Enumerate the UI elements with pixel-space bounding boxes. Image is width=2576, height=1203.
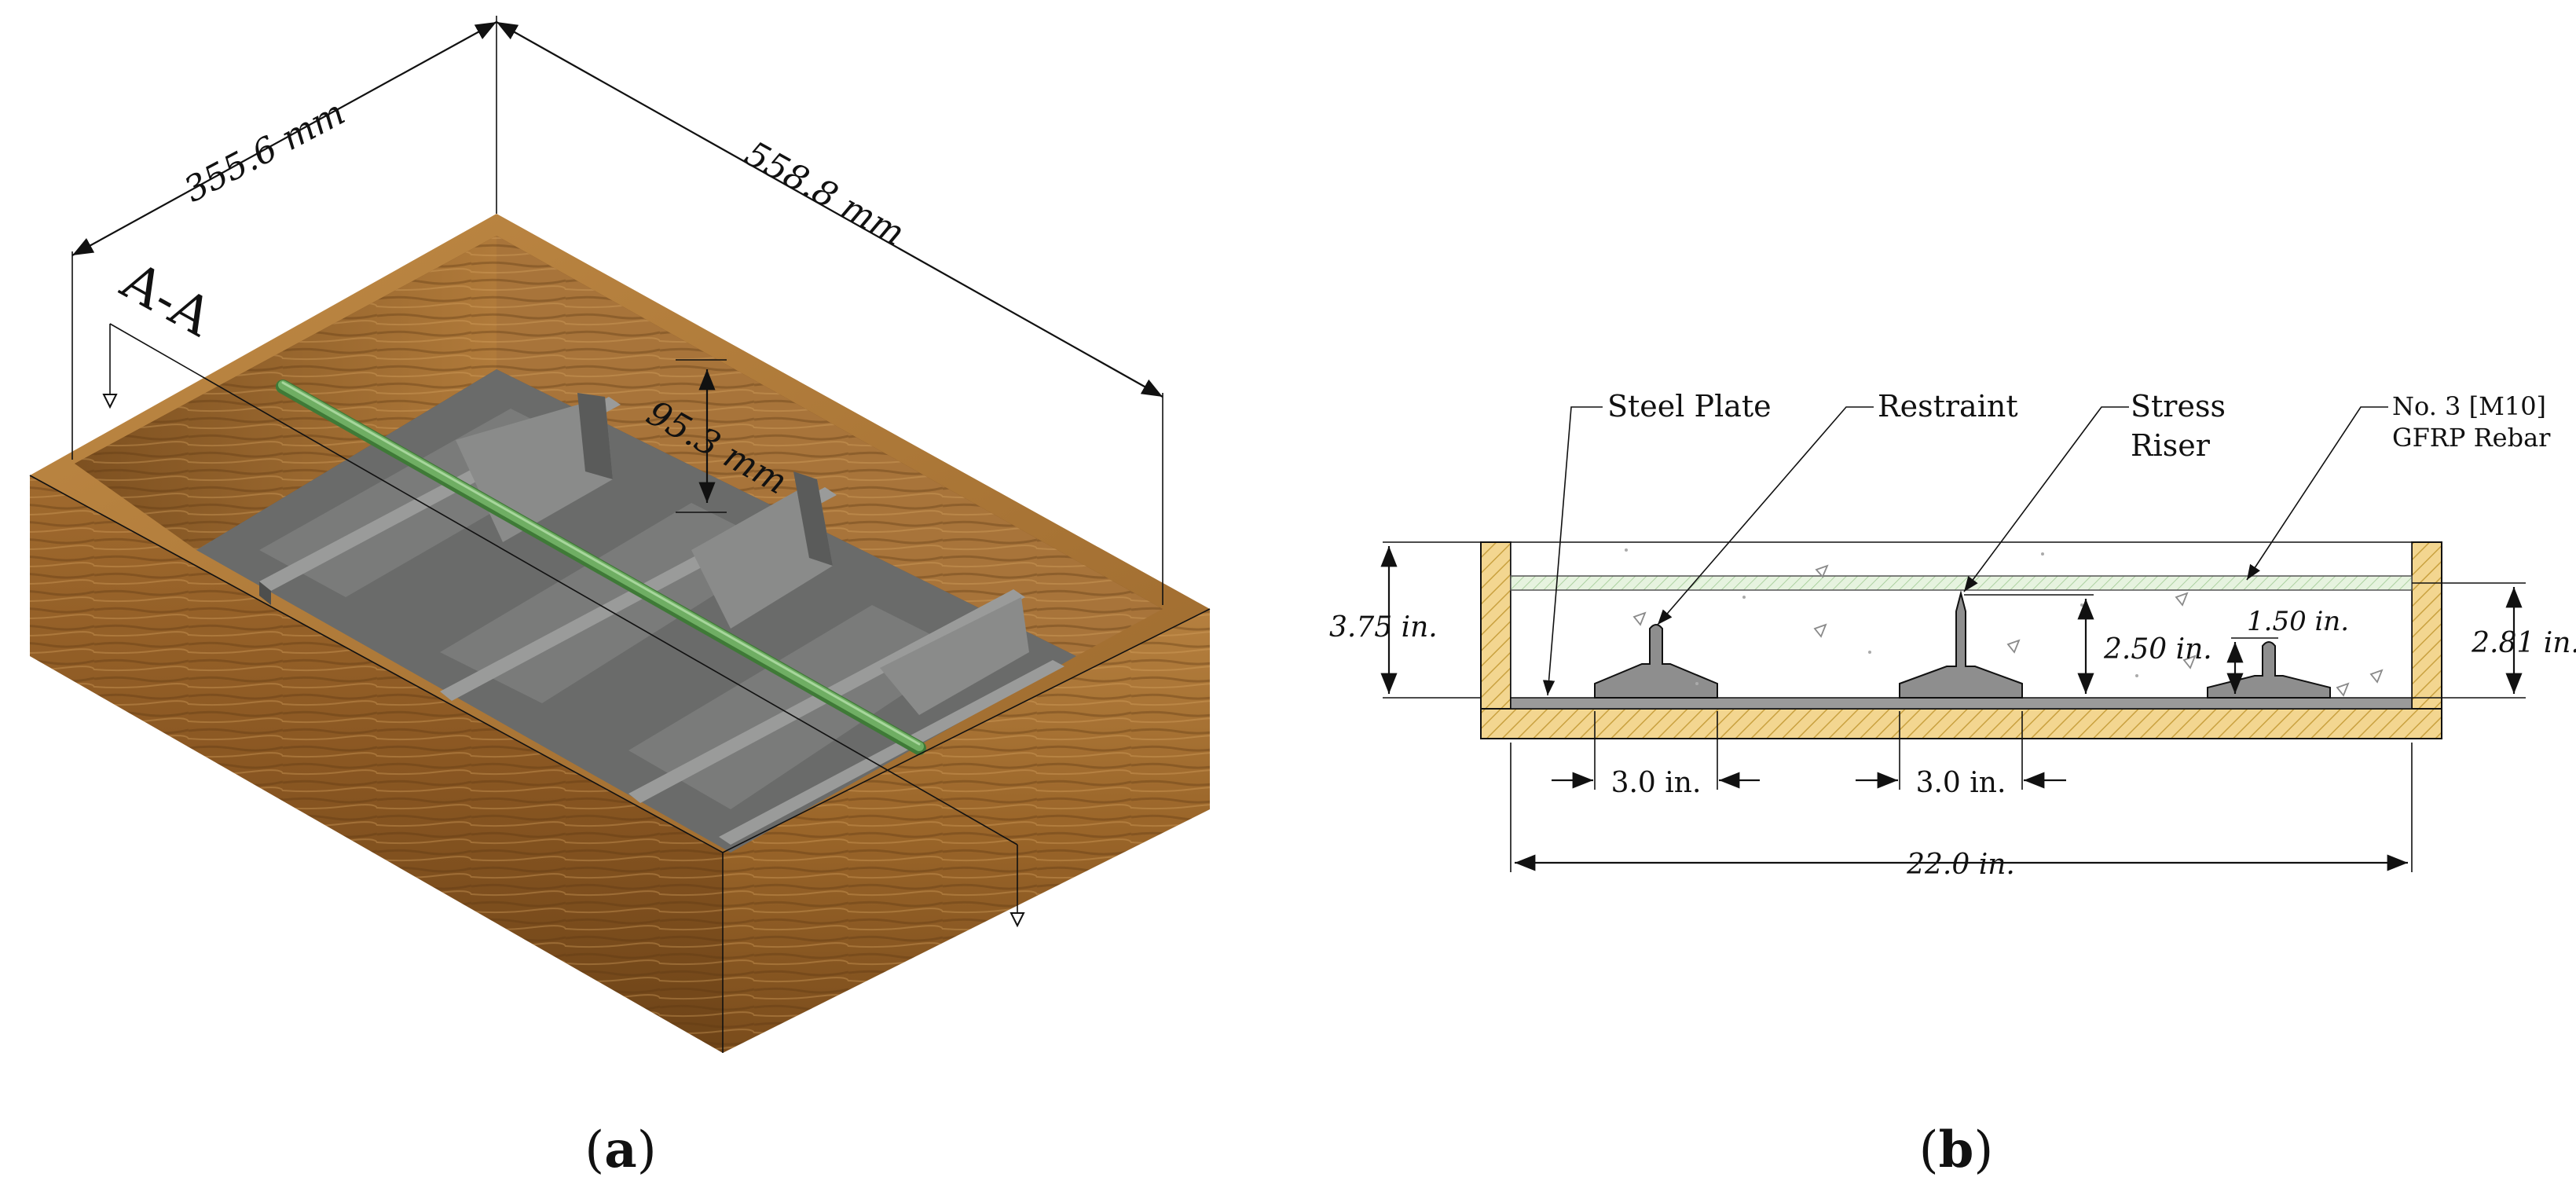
caption-b: (b) <box>1919 1120 1994 1179</box>
label-stress-riser-1: Stress <box>2131 389 2226 424</box>
section-stress-riser <box>1899 590 2023 699</box>
section-bottom-board <box>1480 708 2442 739</box>
gfrp-rebar-3d <box>276 380 926 755</box>
dim-height-total: 3.75 in. <box>1329 611 1438 644</box>
aggregate-dots <box>1625 548 2327 685</box>
panel-b-cross-section: Steel Plate Restraint Stress Riser No. 3… <box>1329 389 2576 881</box>
panel-a-isometric-box: 355.6 mm 558.8 mm 95.3 mm A-A <box>29 16 1211 1053</box>
dim-riser-height: 2.50 in. <box>2103 633 2212 666</box>
aggregate-marks <box>1632 564 2384 697</box>
dim-base-left: 3.0 in. <box>1611 767 1702 799</box>
dim-width-label: 355.6 mm <box>178 93 351 211</box>
caption-a: (a) <box>584 1120 656 1179</box>
label-rebar-2: GFRP Rebar <box>2392 423 2551 453</box>
leader-lines <box>1542 406 2388 696</box>
section-steel-plate <box>1510 697 2413 710</box>
section-rebar-band <box>1510 575 2413 591</box>
dim-length-label: 558.8 mm <box>738 134 911 254</box>
label-stress-riser-2: Riser <box>2131 428 2211 463</box>
dim-height-right: 2.81 in. <box>2471 627 2576 659</box>
label-restraint: Restraint <box>1878 389 2018 424</box>
dim-base-mid: 3.0 in. <box>1916 767 2006 799</box>
dim-overall: 22.0 in. <box>1906 849 2015 881</box>
dim-small-riser: 1.50 in. <box>2247 606 2349 637</box>
dimension-lines-a <box>71 16 1163 928</box>
section-restraint <box>1594 624 1718 699</box>
label-steel-plate: Steel Plate <box>1607 389 1772 424</box>
label-rebar-1: No. 3 [M10] <box>2392 391 2546 421</box>
